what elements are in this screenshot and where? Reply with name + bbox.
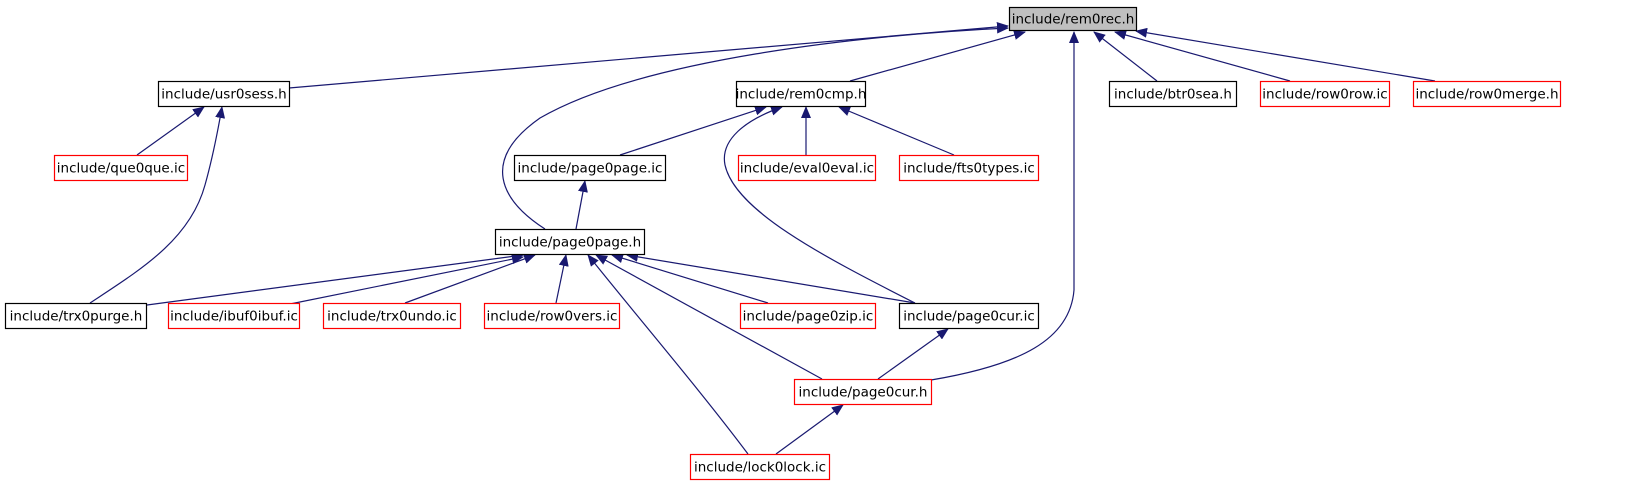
node-box <box>483 302 621 330</box>
edge-page0cur-ic-to-page0page-h <box>626 251 916 304</box>
edges-layer <box>89 21 1436 455</box>
node-label: include/ibuf0ibuf.ic <box>170 309 298 325</box>
node-box <box>735 80 867 108</box>
edge-trx0undo-ic-to-page0page-h <box>404 254 536 304</box>
node-label: include/usr0sess.h <box>161 87 286 103</box>
node-box <box>1259 80 1391 108</box>
node-label: include/fts0types.ic <box>903 161 1035 177</box>
node-label: include/page0zip.ic <box>743 309 874 325</box>
node-page0cur-ic[interactable]: include/page0cur.ic <box>898 302 1040 330</box>
node-label: include/trx0purge.h <box>10 309 143 325</box>
node-box <box>513 154 667 182</box>
edge-btr0sea-h-to-rem0rec-h <box>1093 31 1158 82</box>
node-label: include/row0vers.ic <box>487 309 618 325</box>
node-page0cur-h[interactable]: include/page0cur.h <box>793 378 933 406</box>
node-rem0rec-h[interactable]: include/rem0rec.h <box>1008 6 1138 32</box>
edge-page0page-ic-to-rem0cmp-h <box>619 105 767 156</box>
node-fts0types-ic[interactable]: include/fts0types.ic <box>898 154 1040 182</box>
node-trx0undo-ic[interactable]: include/trx0undo.ic <box>322 302 462 330</box>
node-rem0cmp-h[interactable]: include/rem0cmp.h <box>735 80 867 108</box>
edge-ibuf0ibuf-ic-to-page0page-h <box>289 254 524 305</box>
node-box <box>167 302 301 330</box>
node-usr0sess-h[interactable]: include/usr0sess.h <box>157 80 291 108</box>
node-row0merge-h[interactable]: include/row0merge.h <box>1412 80 1562 108</box>
node-label: include/page0cur.h <box>799 385 928 401</box>
node-box <box>157 80 291 108</box>
node-page0page-ic[interactable]: include/page0page.ic <box>513 154 667 182</box>
node-box <box>4 302 148 330</box>
node-label: include/page0cur.ic <box>903 309 1035 325</box>
edge-rem0cmp-h-to-rem0rec-h <box>849 30 1026 82</box>
node-eval0eval-ic[interactable]: include/eval0eval.ic <box>737 154 877 182</box>
edge-page0cur-h-to-page0page-h <box>595 254 823 380</box>
node-label: include/page0page.h <box>499 235 641 251</box>
node-label: include/rem0rec.h <box>1012 12 1135 28</box>
node-btr0sea-h[interactable]: include/btr0sea.h <box>1108 80 1238 108</box>
edge-trx0purge-h-to-page0page-h <box>146 251 524 306</box>
edge-que0que-ic-to-usr0sess-h <box>136 106 205 156</box>
node-box <box>53 154 189 182</box>
node-box <box>1008 6 1138 32</box>
node-label: include/lock0lock.ic <box>694 460 826 476</box>
node-label: include/page0page.ic <box>518 161 663 177</box>
edge-page0cur-ic-to-rem0cmp-h <box>723 105 916 304</box>
node-box <box>1108 80 1238 108</box>
node-row0vers-ic[interactable]: include/row0vers.ic <box>483 302 621 330</box>
node-box <box>793 378 933 406</box>
edge-trx0purge-h-to-usr0sess-h <box>89 106 226 304</box>
node-lock0lock-ic[interactable]: include/lock0lock.ic <box>689 453 831 481</box>
node-label: include/trx0undo.ic <box>327 309 457 325</box>
edge-lock0lock-ic-to-page0page-h <box>587 254 749 455</box>
node-label: include/row0merge.h <box>1415 87 1558 103</box>
nodes-layer: include/rem0rec.h include/usr0sess.h inclu… <box>4 6 1562 481</box>
edge-page0page-h-to-page0page-ic <box>575 180 588 230</box>
edge-row0row-ic-to-rem0rec-h <box>1114 30 1291 82</box>
node-page0page-h[interactable]: include/page0page.h <box>494 228 646 256</box>
node-page0zip-ic[interactable]: include/page0zip.ic <box>739 302 877 330</box>
edge-row0vers-ic-to-page0page-h <box>555 254 569 304</box>
edge-fts0types-ic-to-rem0cmp-h <box>838 106 955 156</box>
edge-lock0lock-ic-to-page0cur-h <box>775 404 844 455</box>
edge-page0page-h-to-rem0rec-h <box>502 23 1009 230</box>
node-box <box>1412 80 1562 108</box>
node-box <box>898 302 1040 330</box>
edge-row0merge-h-to-rem0rec-h <box>1135 27 1436 82</box>
node-label: include/rem0cmp.h <box>736 87 867 103</box>
edge-page0zip-ic-to-page0page-h <box>611 253 769 304</box>
node-label: include/btr0sea.h <box>1114 87 1232 103</box>
node-que0que-ic[interactable]: include/que0que.ic <box>53 154 189 182</box>
node-row0row-ic[interactable]: include/row0row.ic <box>1259 80 1391 108</box>
node-label: include/eval0eval.ic <box>740 161 874 177</box>
edge-page0cur-h-to-rem0rec-h <box>930 31 1079 381</box>
node-box <box>689 453 831 481</box>
node-trx0purge-h[interactable]: include/trx0purge.h <box>4 302 148 330</box>
node-label: include/que0que.ic <box>57 161 185 177</box>
node-label: include/row0row.ic <box>1262 87 1387 103</box>
node-box <box>494 228 646 256</box>
node-box <box>322 302 462 330</box>
edge-page0cur-h-to-page0cur-ic <box>877 328 949 380</box>
node-box <box>737 154 877 182</box>
node-box <box>739 302 877 330</box>
node-box <box>898 154 1040 182</box>
node-ibuf0ibuf-ic[interactable]: include/ibuf0ibuf.ic <box>167 302 301 330</box>
